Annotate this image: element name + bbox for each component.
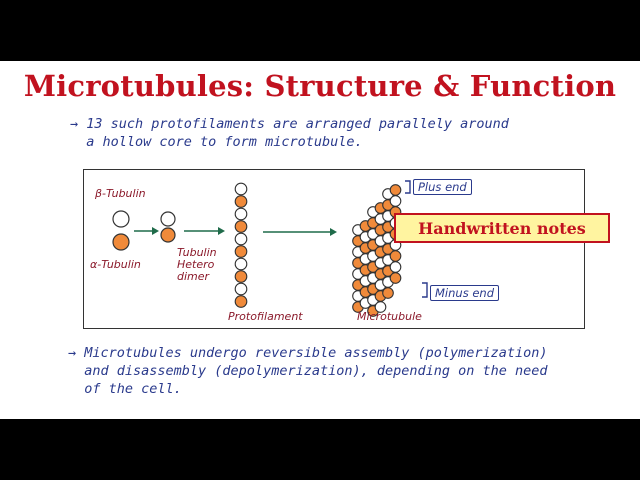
protofilament-subunit bbox=[235, 258, 247, 270]
protofilament-subunit bbox=[235, 208, 247, 220]
protofilament-subunit bbox=[235, 196, 247, 208]
plus-end-bracket bbox=[405, 181, 410, 193]
arrow-2-head bbox=[218, 227, 225, 235]
microtubule-cluster bbox=[353, 185, 401, 317]
minus-end-bracket bbox=[422, 283, 427, 297]
protofilament-subunit bbox=[235, 233, 247, 245]
dimer-label: Tubulin Hetero dimer bbox=[177, 247, 217, 283]
minus-end-label: Minus end bbox=[430, 285, 499, 301]
handwritten-notes-banner: Handwritten notes bbox=[394, 213, 610, 243]
dimer-alpha bbox=[161, 228, 175, 242]
dimer-beta bbox=[161, 212, 175, 226]
alpha-tubulin-label: α-Tubulin bbox=[90, 258, 141, 271]
protofilament-subunit bbox=[235, 296, 247, 308]
microtubule-subunit bbox=[390, 185, 401, 196]
microtubule-subunit bbox=[390, 196, 401, 207]
protofilament-subunit bbox=[235, 183, 247, 195]
protofilament-subunit bbox=[235, 283, 247, 295]
protofilament-column bbox=[235, 183, 247, 307]
microtubule-subunit bbox=[390, 262, 401, 273]
beta-tubulin-subunit bbox=[113, 211, 129, 227]
arrow-1-head bbox=[152, 227, 159, 235]
microtubule-subunit bbox=[390, 273, 401, 284]
arrow-3-head bbox=[330, 228, 337, 236]
alpha-tubulin-subunit bbox=[113, 234, 129, 250]
microtubule-label: Microtubule bbox=[357, 310, 422, 323]
microtubule-subunit bbox=[390, 251, 401, 262]
protofilament-subunit bbox=[235, 246, 247, 258]
microtubule-subunit bbox=[383, 288, 394, 299]
beta-tubulin-label: β-Tubulin bbox=[95, 187, 146, 200]
plus-end-label: Plus end bbox=[413, 179, 472, 195]
protofilament-label: Protofilament bbox=[228, 310, 303, 323]
protofilament-subunit bbox=[235, 271, 247, 283]
notes-page: Microtubules: Structure & Function → 13 … bbox=[0, 61, 640, 419]
note-assembly: → Microtubules undergo reversible assemb… bbox=[68, 344, 548, 398]
protofilament-subunit bbox=[235, 221, 247, 233]
